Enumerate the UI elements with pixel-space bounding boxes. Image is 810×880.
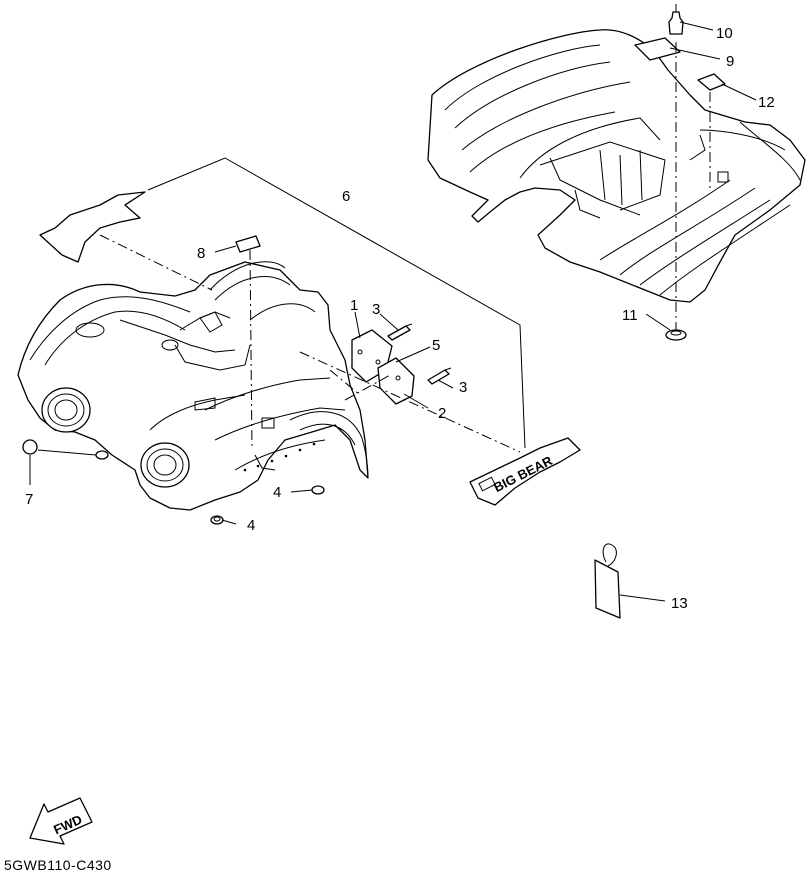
callout-2: 2 — [438, 405, 446, 422]
callout-4-upper: 4 — [273, 484, 281, 501]
callout-8: 8 — [197, 245, 205, 262]
callout-labels: 1 2 3 3 4 4 5 6 7 8 9 10 11 12 13 — [25, 25, 775, 612]
part-6-decal-left — [39, 191, 146, 263]
callout-12: 12 — [758, 94, 775, 111]
part-4-nut-lower — [210, 515, 224, 525]
part-11-grommet — [665, 329, 687, 341]
part-4-nut-upper — [311, 485, 325, 495]
callout-6: 6 — [342, 188, 350, 205]
drawing-code: 5GWB110-C430 — [4, 857, 112, 873]
callout-13: 13 — [671, 595, 688, 612]
fender-rivet-dots — [243, 442, 316, 472]
rear-fender — [427, 29, 806, 303]
callout-7: 7 — [25, 491, 33, 508]
callout-10: 10 — [716, 25, 733, 42]
callout-3-upper: 3 — [372, 301, 380, 318]
part-3-screw-lower — [427, 367, 452, 385]
part-10-bolt — [668, 4, 684, 35]
callout-11: 11 — [622, 307, 638, 324]
part-3-screw-upper — [387, 323, 413, 341]
part-12-label — [697, 73, 726, 91]
callout-1: 1 — [350, 297, 358, 314]
part-9-pad — [634, 37, 681, 61]
part-13-tag — [594, 543, 621, 619]
part-6-decal-big-bear: BIG BEAR — [469, 437, 581, 506]
callout-9: 9 — [726, 53, 734, 70]
front-fender — [17, 261, 369, 511]
part-7-reflector — [22, 439, 38, 455]
fwd-arrow-icon: FWD — [29, 797, 93, 845]
part-8-label — [235, 235, 261, 253]
callout-5: 5 — [432, 337, 440, 354]
callout-3-lower: 3 — [459, 379, 467, 396]
callout-4-lower: 4 — [247, 517, 255, 534]
reflector-mount — [95, 450, 109, 460]
